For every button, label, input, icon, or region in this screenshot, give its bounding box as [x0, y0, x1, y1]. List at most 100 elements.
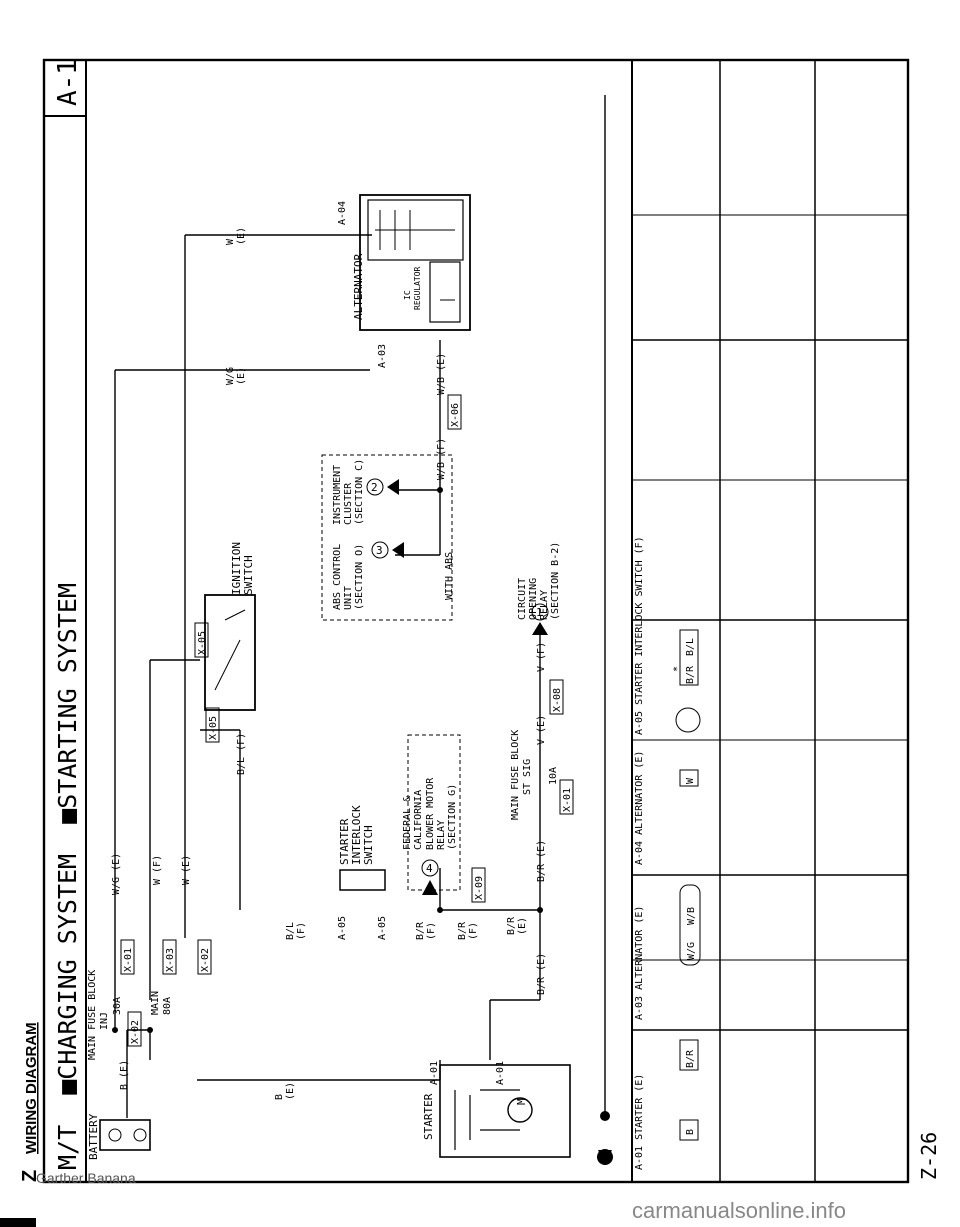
- svg-text:A-01: A-01: [495, 1061, 506, 1085]
- svg-text:(E): (E): [236, 367, 247, 385]
- svg-text:A-05: A-05: [337, 916, 348, 940]
- table-title-a04: A-04 ALTERNATOR (E): [634, 751, 645, 865]
- svg-text:X-09: X-09: [474, 876, 485, 900]
- wiring-lines: [114, 95, 606, 1120]
- svg-text:MAIN FUSE BLOCK: MAIN FUSE BLOCK: [510, 730, 521, 820]
- svg-text:B/R (E): B/R (E): [536, 953, 547, 995]
- watermark-bottom: carmanualsonline.info: [632, 1198, 847, 1223]
- svg-text:(SECTION C): (SECTION C): [354, 459, 365, 525]
- main-fuse-block: MAIN FUSE BLOCK INJ 30A MAIN 80A: [87, 970, 173, 1060]
- connector-ids: X-02 X-01 X-03 X-02 X-05 X-05 X-09 X-01 …: [120, 201, 574, 1085]
- svg-text:*: *: [672, 666, 683, 672]
- svg-text:X-06: X-06: [450, 403, 461, 427]
- svg-text:(SECTION G): (SECTION G): [447, 784, 458, 850]
- svg-text:W: W: [685, 777, 696, 784]
- circle-markers: 4 3 2 1: [366, 478, 549, 895]
- svg-text:X-03: X-03: [165, 948, 176, 972]
- svg-text:(F): (F): [468, 922, 479, 940]
- svg-text:RELAY: RELAY: [436, 820, 447, 850]
- svg-text:X-05: X-05: [197, 631, 208, 655]
- diagram-border: [42, 58, 910, 1184]
- svg-text:X-01: X-01: [123, 948, 134, 972]
- watermark-top: Garther Banana: [36, 1170, 136, 1186]
- svg-text:INJ: INJ: [99, 1012, 110, 1030]
- abs-control-box: ABS CONTROL UNIT (SECTION O) WITH ABS IN…: [321, 454, 455, 621]
- table-title-a03: A-03 ALTERNATOR (E): [634, 906, 645, 1020]
- svg-text:SWITCH: SWITCH: [242, 555, 255, 595]
- connector-table-cells: A-01 STARTER (E) B B/R A-03 ALTERNATOR (…: [634, 536, 701, 1170]
- svg-text:W (F): W (F): [152, 855, 163, 885]
- svg-text:A-05: A-05: [377, 916, 388, 940]
- svg-text:A-04: A-04: [337, 201, 348, 225]
- svg-text:B/R (E): B/R (E): [536, 840, 547, 882]
- arrow-icon: [532, 622, 548, 635]
- starter-motor-icon: [507, 1097, 533, 1123]
- ignition-switch: IGNITION SWITCH: [204, 542, 256, 711]
- svg-text:(E): (E): [285, 1082, 296, 1100]
- svg-text:WITH ABS: WITH ABS: [444, 552, 455, 600]
- svg-text:IC: IC: [403, 290, 412, 300]
- svg-text:UNIT: UNIT: [343, 586, 354, 610]
- svg-text:(F): (F): [296, 922, 307, 940]
- svg-text:M: M: [515, 1098, 528, 1105]
- section-title: WIRING DIAGRAM: [23, 1022, 40, 1154]
- svg-text:(E): (E): [517, 917, 528, 935]
- arrow-icon: [392, 542, 404, 558]
- arrow-icon: [387, 479, 399, 495]
- marker-4: 4: [426, 862, 433, 875]
- svg-text:B/L: B/L: [285, 922, 296, 940]
- svg-text:STARTER: STARTER: [338, 818, 351, 865]
- svg-text:ALTERNATOR: ALTERNATOR: [352, 253, 365, 320]
- junction-dots: [112, 487, 610, 1121]
- starter-interlock-switch: STARTER INTERLOCK SWITCH: [338, 805, 386, 891]
- battery-minus-icon: [133, 1128, 147, 1142]
- svg-text:B/L (F): B/L (F): [236, 733, 247, 775]
- marker-1: 1: [536, 606, 543, 619]
- svg-text:X-02: X-02: [130, 1020, 141, 1044]
- table-title-a01: A-01 STARTER (E): [634, 1074, 645, 1170]
- svg-text:(F): (F): [426, 922, 437, 940]
- svg-text:A-03: A-03: [377, 344, 388, 368]
- svg-text:CLUSTER: CLUSTER: [343, 482, 354, 525]
- connector-table: [632, 60, 908, 1182]
- battery-plus-icon: [108, 1128, 122, 1142]
- starter: M STARTER: [422, 1064, 571, 1158]
- svg-text:B/R: B/R: [685, 665, 696, 684]
- svg-text:(SECTION B-2): (SECTION B-2): [550, 542, 561, 620]
- svg-text:W (E): W (E): [181, 855, 192, 885]
- svg-text:OPENING: OPENING: [528, 578, 539, 620]
- svg-text:B/R: B/R: [506, 916, 517, 935]
- svg-text:80A: 80A: [162, 997, 173, 1015]
- svg-text:B/R: B/R: [457, 921, 468, 940]
- svg-text:V (F): V (F): [536, 642, 547, 672]
- svg-text:W/G (E): W/G (E): [111, 853, 122, 895]
- page-title: M/T ■CHARGING SYSTEM ■STARTING SYSTEM: [53, 583, 82, 1170]
- section-letter: Z: [19, 1170, 41, 1182]
- svg-text:W/B: W/B: [686, 907, 697, 925]
- svg-text:30A: 30A: [112, 997, 123, 1015]
- table-title-a05: A-05 STARTER INTERLOCK SWITCH (F): [634, 536, 645, 735]
- page-edge-bar: [0, 1218, 36, 1227]
- svg-text:INSTRUMENT: INSTRUMENT: [332, 465, 343, 525]
- marker-3: 3: [376, 544, 383, 557]
- wire-labels: B (E) W/G (E) W (F) W (E) B/R (E) B/R (E…: [111, 227, 547, 1100]
- svg-text:ABS CONTROL: ABS CONTROL: [332, 544, 343, 610]
- svg-text:BATTERY: BATTERY: [87, 1113, 100, 1160]
- svg-text:W/G: W/G: [225, 367, 236, 385]
- svg-text:W/B (F): W/B (F): [436, 438, 447, 480]
- page-code: A-1: [53, 59, 83, 106]
- svg-text:W/B (E): W/B (E): [436, 353, 447, 395]
- svg-text:IGNITION: IGNITION: [230, 542, 243, 595]
- svg-text:X-05: X-05: [208, 716, 219, 740]
- svg-text:MAIN: MAIN: [150, 991, 161, 1015]
- svg-text:B/L: B/L: [685, 638, 696, 656]
- svg-text:B: B: [274, 1094, 285, 1100]
- alternator-connector-icon: [675, 707, 701, 733]
- svg-text:INTERLOCK: INTERLOCK: [350, 805, 363, 865]
- main-fuse-block-2: MAIN FUSE BLOCK ST SIG 10A: [510, 730, 559, 820]
- svg-text:V (E): V (E): [536, 715, 547, 745]
- marker-2: 2: [371, 481, 378, 494]
- svg-text:W/G: W/G: [686, 942, 697, 960]
- alternator: ALTERNATOR IC REGULATOR: [352, 194, 471, 331]
